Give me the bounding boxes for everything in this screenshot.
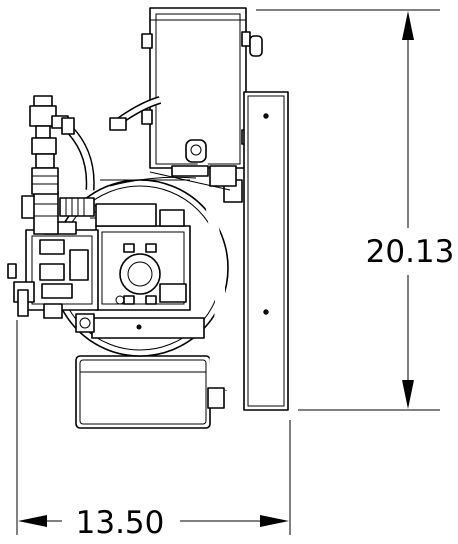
height-dimension-value: 20.13 <box>366 234 455 270</box>
height-arrowhead-top <box>402 11 414 40</box>
top-bracket <box>149 165 237 191</box>
bottom-tank <box>75 355 211 429</box>
inlet-fitting-stack <box>29 95 75 195</box>
height-dimension: 20.13 <box>256 9 455 411</box>
height-arrowhead-bottom <box>402 380 414 409</box>
mounting-plate <box>243 91 289 411</box>
width-arrowhead-right <box>260 515 289 527</box>
width-dimension-value: 13.50 <box>76 505 165 541</box>
machine-side-view <box>7 7 289 429</box>
valve-manifold <box>7 191 99 333</box>
top-enclosure <box>141 7 263 169</box>
width-arrowhead-left <box>18 515 47 527</box>
pump-assembly <box>59 176 197 311</box>
width-dimension: 13.50 <box>16 320 291 541</box>
